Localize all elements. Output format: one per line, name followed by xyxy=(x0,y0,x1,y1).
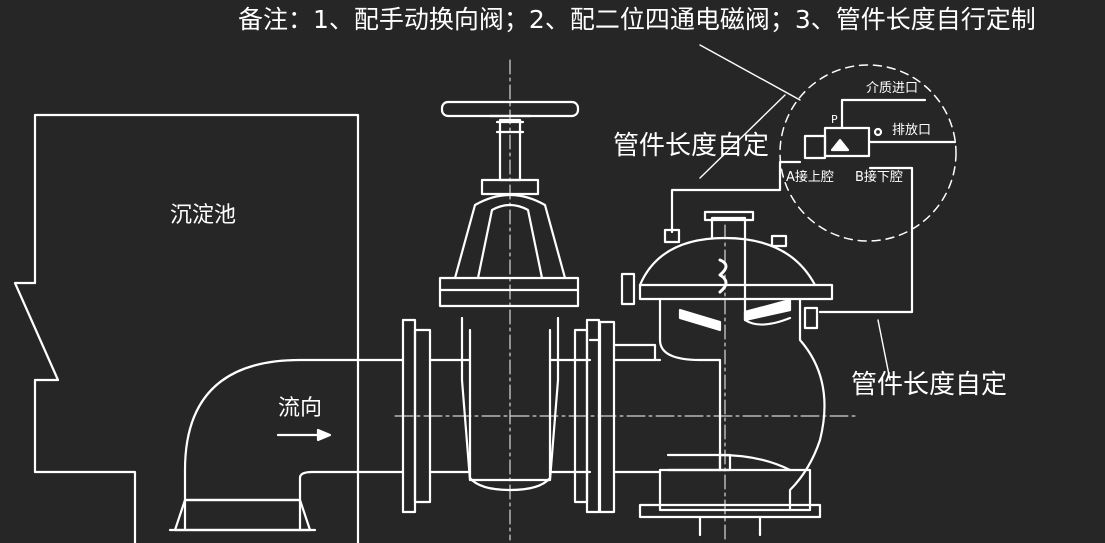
pipe-length-label-upper: 管件长度自定 xyxy=(613,131,770,161)
inlet-elbow-pipe xyxy=(168,358,405,532)
diaphragm-control-valve xyxy=(588,210,834,541)
remark-note: 备注：1、配手动换向阀；2、配二位四通电磁阀；3、管件长度自行定制 xyxy=(238,5,1036,34)
medium-inlet-label: 介质进口 xyxy=(866,81,919,96)
port-b-label: B接下腔 xyxy=(855,170,903,185)
tank-label: 沉淀池 xyxy=(170,203,237,228)
port-a-label: A接上腔 xyxy=(786,170,834,185)
sedimentation-tank xyxy=(13,113,360,543)
pipe-length-label-lower: 管件长度自定 xyxy=(851,370,1008,400)
solenoid-valve-detail xyxy=(779,64,957,242)
flow-direction-label: 流向 xyxy=(278,396,323,421)
control-tubing xyxy=(670,44,914,381)
exhaust-port-label: 排放口 xyxy=(892,123,932,138)
port-p-label: P xyxy=(831,113,838,126)
gate-valve xyxy=(401,59,601,541)
flow-arrow xyxy=(276,428,332,442)
